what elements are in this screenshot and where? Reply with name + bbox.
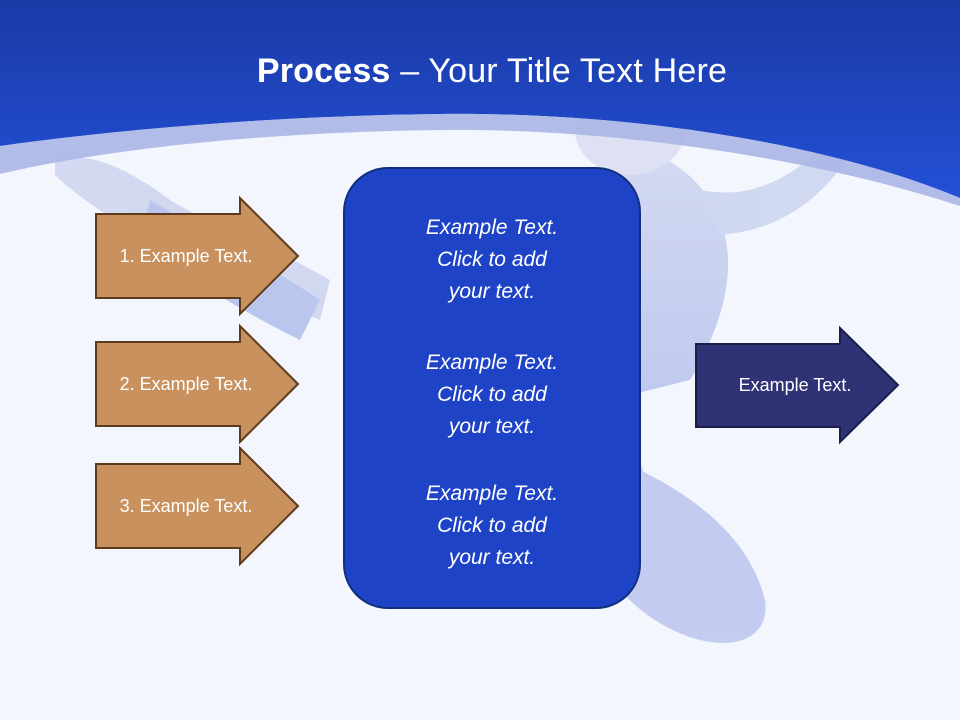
left-arrow-3-label: 3. Example Text. [119, 496, 253, 516]
center-item-2[interactable]: Example Text. Click to add your text. [344, 347, 640, 443]
center-item-1-line1: Example Text. [425, 216, 559, 239]
left-arrow-1[interactable] [95, 195, 300, 317]
center-box-shape[interactable] [343, 167, 641, 609]
center-item-3-line1: Example Text. [425, 482, 559, 505]
center-item-1-line3: your text. [448, 280, 536, 303]
center-item-1[interactable]: Example Text. Click to add your text. [344, 212, 640, 308]
title-rest: – Your Title Text Here [390, 52, 728, 90]
page-title: Process – Your Title Text Here [0, 52, 960, 91]
left-arrow-2[interactable] [95, 323, 300, 445]
center-item-1-line2: Click to add [437, 248, 547, 271]
center-item-2-line3: your text. [448, 415, 536, 438]
center-item-3-line2: Click to add [437, 514, 547, 537]
center-box[interactable]: Example Text. Click to add your text. Ex… [344, 168, 640, 608]
right-arrow[interactable] [695, 325, 900, 445]
header-band [0, 0, 960, 198]
left-arrow-1-label: 1. Example Text. [119, 246, 253, 266]
center-item-3-line3: your text. [448, 546, 536, 569]
center-item-2-line2: Click to add [437, 383, 547, 406]
left-arrow-3[interactable] [95, 445, 300, 567]
title-bold: Process [256, 52, 391, 90]
header-swoosh [0, 113, 960, 206]
center-item-3[interactable]: Example Text. Click to add your text. [344, 478, 640, 574]
center-item-2-line1: Example Text. [425, 351, 559, 374]
right-arrow-label: Example Text. [738, 375, 852, 395]
left-arrow-2-label: 2. Example Text. [119, 374, 253, 394]
